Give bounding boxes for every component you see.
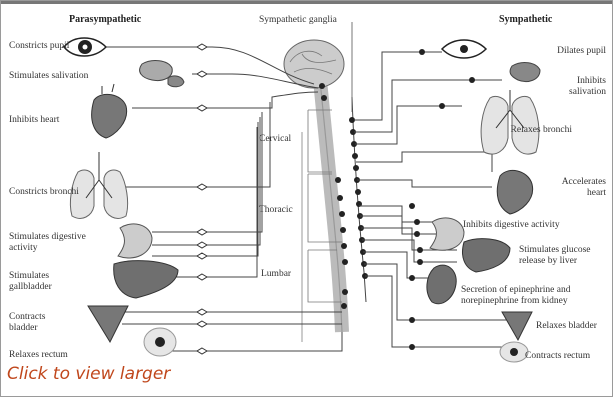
label-relaxes-bladder: Relaxes bladder bbox=[536, 321, 597, 332]
label-line: release by liver bbox=[519, 256, 577, 266]
label-relaxes-rectum: Relaxes rectum bbox=[9, 350, 68, 361]
label-contracts-rectum: Contracts rectum bbox=[525, 351, 590, 362]
label-line: Stimulates glucose bbox=[519, 245, 591, 255]
label-stimulates-salivation: Stimulates salivation bbox=[9, 71, 88, 82]
parasympathetic-header: Parasympathetic bbox=[69, 14, 141, 25]
view-larger-link[interactable]: Click to view larger bbox=[7, 364, 170, 384]
para-nodes bbox=[197, 44, 207, 354]
salivary-gland-icon-left bbox=[140, 61, 184, 87]
label-inhibits-heart: Inhibits heart bbox=[9, 115, 59, 126]
liver-icon-right bbox=[463, 239, 511, 272]
label-line: norepinephrine from kidney bbox=[461, 296, 568, 306]
rectum-icon-right bbox=[500, 342, 528, 362]
kidney-icon-right bbox=[427, 265, 456, 304]
label-line: Secretion of epinephrine and bbox=[461, 285, 570, 295]
label-line: Inhibits bbox=[577, 76, 606, 86]
lungs-icon-right bbox=[481, 90, 539, 154]
label-constricts-bronchi: Constricts bronchi bbox=[9, 187, 79, 198]
label-line: Stimulates digestive bbox=[9, 232, 86, 242]
stomach-icon-left bbox=[118, 224, 152, 258]
lungs-icon-left bbox=[70, 152, 127, 218]
brain-icon bbox=[284, 40, 344, 88]
autonomic-nervous-system-diagram[interactable] bbox=[2, 2, 612, 364]
spinal-cord bbox=[320, 80, 342, 332]
eye-icon-left bbox=[64, 38, 106, 56]
region-lumbar: Lumbar bbox=[261, 269, 291, 280]
sympathetic-header: Sympathetic bbox=[499, 14, 552, 25]
label-line: activity bbox=[9, 243, 38, 253]
label-dilates-pupil: Dilates pupil bbox=[557, 46, 606, 57]
label-line: Contracts bbox=[9, 312, 45, 322]
label-line: heart bbox=[587, 188, 606, 198]
label-inhibits-digestive: Inhibits digestive activity bbox=[463, 220, 560, 231]
region-cervical: Cervical bbox=[259, 134, 291, 145]
sympathetic-ganglia-label: Sympathetic ganglia bbox=[259, 15, 337, 26]
eye-icon-right bbox=[442, 40, 486, 58]
label-line: Accelerates bbox=[562, 177, 606, 187]
label-line: Stimulates bbox=[9, 271, 49, 281]
label-relaxes-bronchi: Relaxes bronchi bbox=[511, 125, 572, 136]
bladder-icon-right bbox=[502, 312, 532, 340]
liver-icon-left bbox=[114, 261, 178, 298]
label-line: salivation bbox=[569, 87, 606, 97]
label-line: gallbladder bbox=[9, 282, 52, 292]
salivary-gland-icon-right bbox=[510, 63, 540, 82]
label-line: bladder bbox=[9, 323, 38, 333]
heart-icon-right bbox=[497, 170, 532, 214]
label-constricts-pupil: Constricts pupil bbox=[9, 41, 69, 52]
heart-icon-left bbox=[92, 84, 127, 138]
rectum-icon-left bbox=[144, 328, 176, 356]
region-thoracic: Thoracic bbox=[259, 205, 293, 216]
